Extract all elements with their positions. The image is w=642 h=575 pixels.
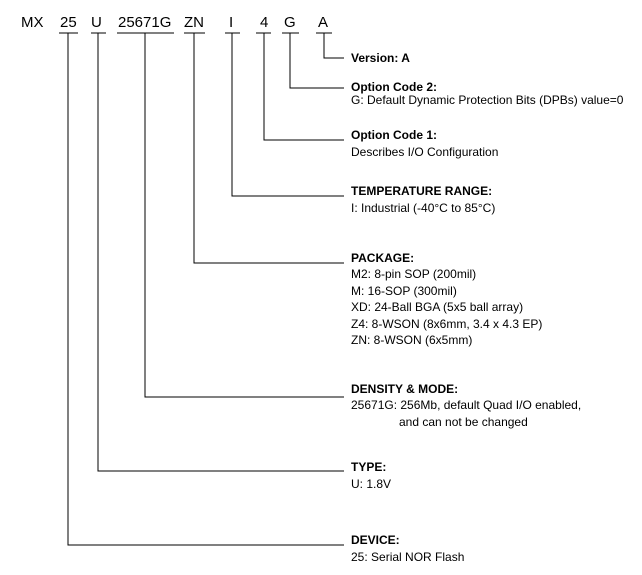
code-segment-version: A — [318, 14, 329, 31]
option-code-1-description: Describes I/O Configuration — [351, 144, 498, 161]
code-segment-mx: MX — [21, 14, 44, 31]
option-code-2-line: G: Default Dynamic Protection Bits (DPBs… — [351, 93, 624, 107]
density-mode-line: 25671G: 256Mb, default Quad I/O enabled, — [351, 398, 582, 412]
density-mode-description: 25671G: 256Mb, default Quad I/O enabled,… — [351, 397, 581, 430]
temperature-range-heading: TEMPERATURE RANGE: — [351, 184, 493, 198]
code-segment-temperature: I — [229, 14, 234, 31]
option-code-1-heading: Option Code 1: — [351, 128, 437, 142]
device-description: 25: Serial NOR Flash — [351, 549, 464, 566]
connector-density-mode — [144, 33, 344, 398]
connector-temperature-range — [231, 33, 344, 197]
temperature-range-description: I: Industrial (-40°C to 85°C) — [351, 200, 495, 217]
option-code-2-description: G: Default Dynamic Protection Bits (DPBs… — [351, 92, 623, 109]
package-description: M2: 8-pin SOP (200mil) M: 16-SOP (300mil… — [351, 266, 542, 349]
package-line: XD: 24-Ball BGA (5x5 ball array) — [351, 300, 524, 314]
temperature-range-line: I: Industrial (-40°C to 85°C) — [351, 201, 496, 215]
connector-option-code-1 — [263, 33, 344, 141]
connector-package — [193, 33, 344, 264]
type-heading: TYPE: — [351, 460, 387, 474]
density-mode-heading: DENSITY & MODE: — [351, 382, 459, 396]
density-mode-line: and can not be changed — [399, 414, 528, 429]
device-line: 25: Serial NOR Flash — [351, 550, 465, 564]
code-segment-type: U — [91, 14, 102, 31]
package-line: ZN: 8-WSON (6x5mm) — [351, 333, 473, 347]
connector-device — [67, 33, 344, 546]
code-segment-device: 25 — [60, 14, 77, 31]
type-description: U: 1.8V — [351, 476, 391, 493]
code-segment-option-2: G — [284, 14, 296, 31]
code-segment-density: 25671G — [118, 14, 172, 31]
package-heading: PACKAGE: — [351, 251, 415, 265]
code-segment-option-1: 4 — [260, 14, 269, 31]
connector-version — [323, 33, 344, 59]
package-line: M: 16-SOP (300mil) — [351, 283, 457, 298]
package-line: Z4: 8-WSON (8x6mm, 3.4 x 4.3 EP) — [351, 316, 543, 331]
option-code-2-heading: Option Code 2: — [351, 80, 437, 94]
package-line: M2: 8-pin SOP (200mil) — [351, 267, 477, 281]
option-code-1-line: Describes I/O Configuration — [351, 145, 499, 159]
connector-type — [97, 33, 344, 472]
version-heading: Version: A — [351, 51, 410, 65]
device-heading: DEVICE: — [351, 533, 400, 547]
type-line: U: 1.8V — [351, 477, 392, 491]
connector-option-code-2 — [289, 33, 344, 89]
code-segment-package: ZN — [184, 14, 204, 31]
